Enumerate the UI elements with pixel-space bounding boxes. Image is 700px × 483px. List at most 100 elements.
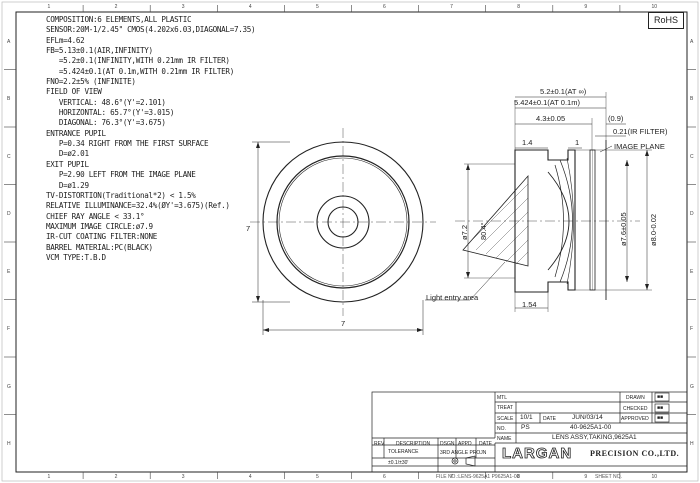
spec-line: DIAGONAL: 76.3°(Y'=3.675) [46,118,166,128]
spec-line: VERTICAL: 48.6°(Y'=2.101) [46,97,166,107]
rohs-badge: RoHS [648,12,684,29]
dim-fb-near: 5.424±0.1(AT 0.1m) [514,98,580,107]
border-left-letter: H [7,441,11,448]
side-view [425,92,652,312]
tb-stamp-approved: ■■ [657,415,664,421]
border-top-number: 4 [248,4,252,10]
tb-name-value: LENS ASSY,TAKING,9625A1 [552,434,637,441]
light-entry-label: Light entry area [426,293,479,302]
tb-treat-label: TREAT [497,405,514,411]
dim-angle-804: 80.4° [479,222,488,240]
tb-projection-label: 3RD ANGLE PROJN [440,450,487,456]
title-block-frame [371,391,688,473]
border-top-number: 8 [517,4,521,10]
tb-stamp-checked: ■■ [657,405,664,411]
tb-file-no: FILE NO.:LENS-9625A1 P9625A1-00 [436,474,520,480]
border-bottom-number: 7 [450,474,453,480]
tb-dsgn-label: DSGN [440,441,455,447]
border-right-letter: B [690,96,694,103]
company-logo: LARGAN [502,445,573,463]
spec-line: MAXIMUM IMAGE CIRCLE:ø7.9 [46,221,153,231]
border-bottom-number: 9 [584,474,588,480]
border-right-letter: H [690,441,694,448]
border-top-number: 5 [315,4,319,10]
dim-dia-8: ø8.0-0.02 [649,213,658,246]
tb-stamp-drawn: ■■ [657,394,664,400]
border-right-letter: C [690,153,694,160]
approval-stamps [654,392,670,423]
spec-line: SENSOR:20M-1/2.45" CMOS(4.202x6.03,DIAGO… [46,25,256,35]
dim-ir-filter: 0.21(IR FILTER) [613,127,668,136]
tb-description-label: DESCRIPTION [396,441,431,447]
tb-checked-label: CHECKED [623,406,648,412]
tb-appd-label: APPD [458,441,472,447]
tb-tolerance-label: TOLERANCE [388,449,419,455]
tb-sheet-no: SHEET NO. [595,474,622,480]
tb-date-value: JUN/03/14 [572,414,603,421]
border-bottom-number: 10 [651,474,657,480]
tb-no-prefix: PS [521,424,530,431]
border-bottom-number: 6 [383,474,386,480]
tb-approved-label: APPROVED [621,416,649,422]
projection-symbol [451,455,476,467]
front-height-label: 7 [246,224,251,233]
company-suffix: PRECISION CO.,LTD. [590,449,680,458]
border-top-number: 10 [651,4,657,10]
spec-line: EFLm=4.62 [46,35,85,45]
spec-line: ENTRANCE PUPIL [46,128,106,138]
dim-154: 1.54 [522,300,537,309]
border-right-letter: A [690,38,694,45]
tb-name-label: NAME [497,436,512,442]
tb-date2-label: DATE [479,441,492,447]
spec-line: D=ø2.01 [46,149,89,159]
spec-line: FIELD OF VIEW [46,87,102,97]
spec-line: FB=5.13±0.1(AIR,INFINITY) [46,46,153,56]
border-top-number: 3 [181,4,185,10]
tb-scale-label: SCALE [497,416,514,422]
image-plane-label: IMAGE PLANE [614,142,665,151]
spec-line: =5.2±0.1(INFINITY,WITH 0.21mm IR FILTER) [46,56,230,66]
tb-no-label: NO. [497,426,506,432]
tb-date-label: DATE [543,416,556,422]
border-top-number: 2 [114,4,118,10]
spec-line: P=2.90 LEFT FROM THE IMAGE PLANE [46,170,196,180]
border-top-number: 7 [450,4,453,10]
front-width-label: 7 [341,319,346,328]
border-right-letter: E [690,268,694,275]
spec-line: COMPOSITION:6 ELEMENTS,ALL PLASTIC [46,15,192,24]
front-view [250,128,436,335]
spec-line: EXIT PUPIL [46,159,89,169]
border-bottom-number: 3 [181,474,185,480]
spec-line: VCM TYPE:T.B.D [46,252,106,262]
border-bottom-number: 5 [315,474,319,480]
spec-line: TV-DISTORTION(Traditional*2) < 1.5% [46,190,196,200]
tb-mtl-label: MTL [497,395,507,401]
border-top-number: 1 [47,4,51,10]
spec-line: D=ø1.29 [46,180,89,190]
tb-rev-label: REV [374,441,385,447]
dim-14: 1.4 [522,138,533,147]
spec-line: =5.424±0.1(AT 0.1m,WITH 0.21mm IR FILTER… [46,66,234,76]
border-left-letter: C [7,153,11,160]
border-bottom-number: 2 [114,474,118,480]
spec-line: P=0.34 RIGHT FROM THE FIRST SURFACE [46,139,209,149]
tb-part-no: 40-9625A1-00 [570,424,612,431]
border-top-number: 6 [383,4,386,10]
border-right-letter: G [690,383,694,390]
border-bottom-number: 1 [47,474,51,480]
spec-line: FNO=2.2±5% (INFINITE) [46,77,136,87]
border-left-letter: A [7,38,11,45]
tb-scale-value: 10/1 [520,414,533,421]
border-right-letter: D [690,211,694,218]
tb-tolerance-value: ±0.1/±30' [388,460,409,466]
border-left-letter: G [7,383,11,390]
tb-drawn-label: DRAWN [626,395,645,401]
spec-line: HORIZONTAL: 65.7°(Y'=3.015) [46,108,175,118]
border-left-letter: B [7,96,11,103]
dim-gap-09: (0.9) [608,114,624,123]
spec-line: BARREL MATERIAL:PC(BLACK) [46,242,153,252]
spec-line: RELATIVE ILLUMINANCE=32.4%(ØY'=3.675)(Re… [46,201,230,211]
border-bottom-number: 8 [517,474,521,480]
